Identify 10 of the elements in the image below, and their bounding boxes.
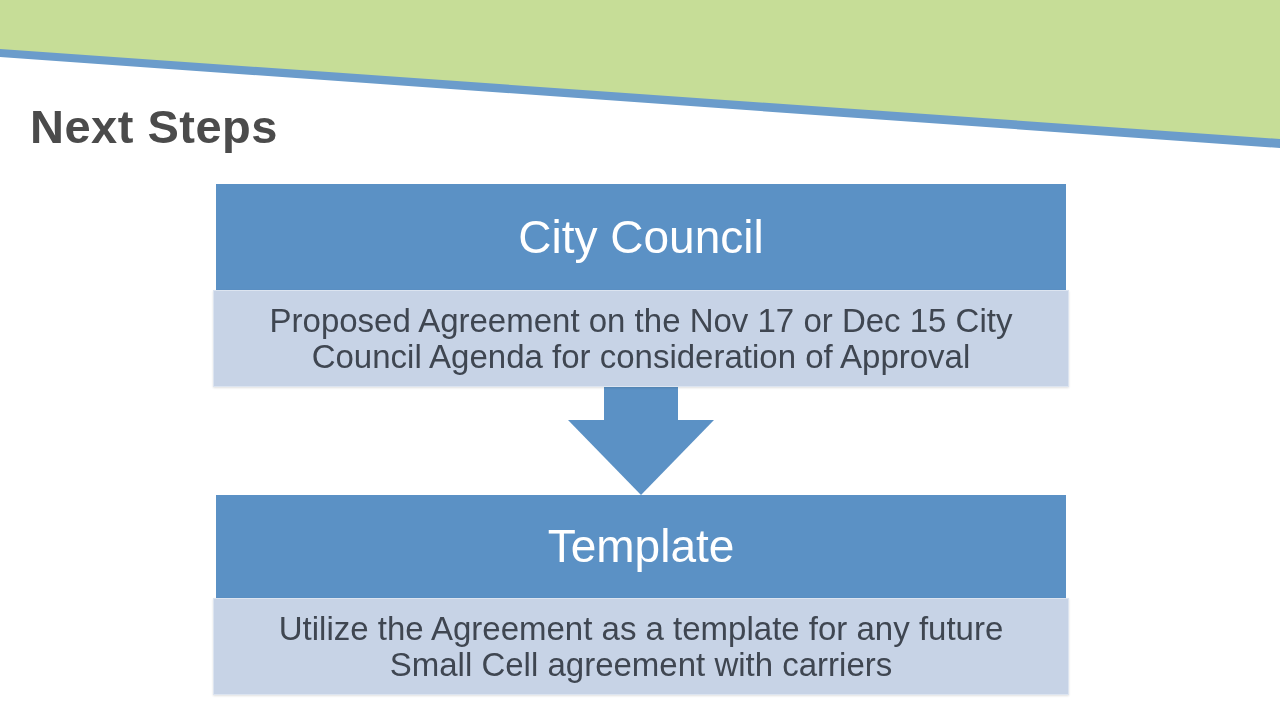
text-band [213, 290, 1069, 387]
body-text: Utilize the Agreement as a template for any future Small Cell agreement with carriers [277, 610, 1005, 683]
slide-title: Next Steps [30, 99, 278, 155]
block-arrow [568, 387, 714, 495]
heading-text: Template [547, 521, 735, 572]
heading-text: City Council [518, 211, 764, 263]
heading-band [216, 184, 1066, 290]
heading-band [216, 495, 1066, 598]
body-text: Proposed Agreement on the Nov 17 or Dec 15 City Council Agenda for consideration of Approval [268, 302, 1014, 375]
text-band [213, 598, 1069, 695]
